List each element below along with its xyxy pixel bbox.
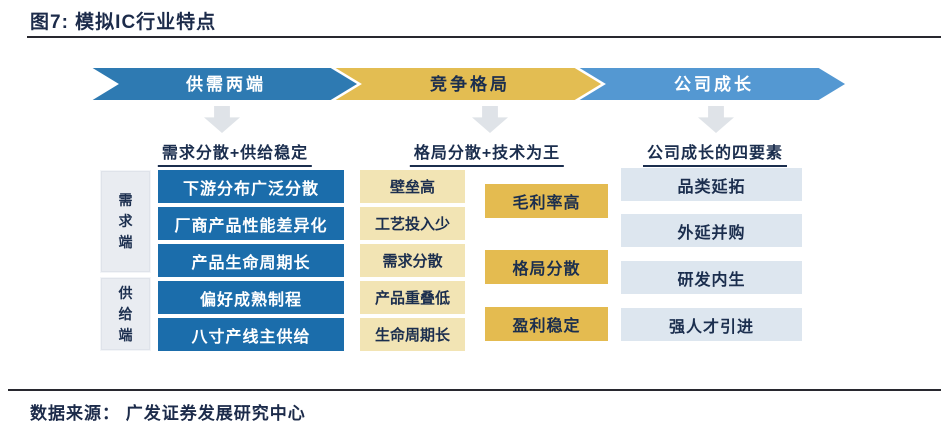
characteristic-row: 偏好成熟制程 [158, 281, 344, 314]
result-box: 盈利稳定 [485, 307, 608, 341]
side-label-demand-text: 需求端 [118, 192, 133, 250]
characteristic-row: 厂商产品性能差异化 [158, 207, 344, 240]
figure-title: 图7: 模拟IC行业特点 [30, 12, 217, 33]
note-row: 工艺投入少 [360, 207, 465, 240]
growth-factor-box: 品类延拓 [621, 168, 802, 201]
stage-chevron-supply-demand [88, 66, 361, 102]
result-box: 格局分散 [485, 250, 608, 284]
side-label-demand: 需求端 [100, 170, 151, 273]
bottom-divider [8, 389, 941, 391]
side-label-supply-text: 供给端 [118, 284, 133, 343]
note-row: 产品重叠低 [360, 281, 465, 314]
stage-label-supply-demand: 供需两端 [185, 74, 266, 94]
stage-label-competition: 竞争格局 [430, 74, 510, 94]
note-row: 生命周期长 [360, 318, 465, 351]
down-arrow-icon [472, 106, 508, 133]
column-header-right: 公司成长的四要素 [642, 139, 788, 167]
stage-banner: 供需两端 竞争格局 公司成长 [88, 66, 848, 102]
note-row: 壁垒高 [360, 170, 465, 203]
down-arrow-icon [698, 106, 734, 133]
characteristic-row: 产品生命周期长 [158, 244, 344, 277]
down-arrow-icon [204, 106, 240, 133]
growth-factor-box: 研发内生 [621, 261, 802, 294]
data-source: 数据来源： 广发证券发展研究中心 [30, 404, 306, 423]
growth-factor-box: 强人才引进 [621, 308, 802, 341]
top-divider [27, 36, 941, 38]
characteristic-row: 八寸产线主供给 [158, 318, 344, 351]
characteristic-row: 下游分布广泛分散 [158, 170, 344, 203]
note-row: 需求分散 [360, 244, 465, 277]
column-header-middle: 格局分散+技术为王 [409, 139, 565, 167]
column-header-left: 需求分散+供给稳定 [157, 139, 313, 167]
side-label-supply: 供给端 [100, 277, 151, 351]
stage-label-company-growth: 公司成长 [674, 74, 754, 94]
result-box: 毛利率高 [485, 184, 608, 218]
growth-factor-box: 外延并购 [621, 214, 802, 247]
